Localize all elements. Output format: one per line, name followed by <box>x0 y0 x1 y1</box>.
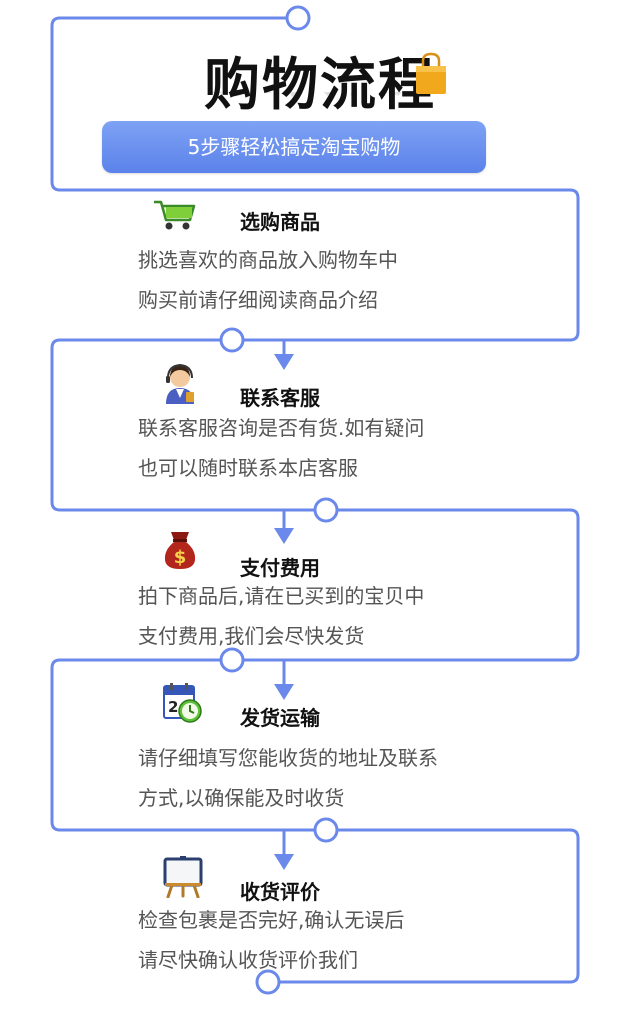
shopping-cart-icon <box>154 200 196 230</box>
step-4-line-1: 请仔细填写您能收货的地址及联系 <box>138 746 438 770</box>
step-2-line-1: 联系客服咨询是否有货.如有疑问 <box>138 416 425 440</box>
step-title-5: 收货评价 <box>240 880 320 904</box>
flow-node <box>219 647 245 673</box>
flow-node <box>313 497 339 523</box>
flow-node <box>219 327 245 353</box>
arrow-down <box>274 684 294 700</box>
step-3-line-1: 拍下商品后,请在已买到的宝贝中 <box>138 584 425 608</box>
step-5-line-1: 检查包裹是否完好,确认无误后 <box>138 908 405 932</box>
page-title-reflection: 购物流程 <box>0 92 640 112</box>
money-bag-icon: $ <box>164 532 196 569</box>
step-1-line-1: 挑选喜欢的商品放入购物车中 <box>138 248 398 272</box>
calendar-clock-icon: 2 <box>163 683 202 723</box>
page-title: 购物流程 <box>204 53 436 118</box>
step-1-line-2: 购买前请仔细阅读商品介绍 <box>138 288 378 312</box>
step-title-3: 支付费用 <box>240 556 320 580</box>
easel-board-icon <box>163 856 203 898</box>
subtitle-banner: 5步骤轻松搞定淘宝购物 <box>102 121 486 173</box>
step-title-2: 联系客服 <box>240 386 320 410</box>
arrow-down <box>274 528 294 544</box>
step-5-line-2: 请尽快确认收货评价我们 <box>138 948 358 972</box>
flow-arrows <box>274 354 294 870</box>
arrow-down <box>274 354 294 370</box>
step-2-line-2: 也可以随时联系本店客服 <box>138 456 358 480</box>
step-4-line-2: 方式,以确保能及时收货 <box>138 786 345 810</box>
customer-service-icon <box>166 363 194 404</box>
flow-node <box>313 817 339 843</box>
svg-text:2: 2 <box>168 698 178 716</box>
step-3-line-2: 支付费用,我们会尽快发货 <box>138 624 365 648</box>
flow-node <box>255 969 281 995</box>
arrow-down <box>274 854 294 870</box>
flow-node <box>285 5 311 31</box>
shopping-bag-icon <box>416 52 446 94</box>
svg-text:$: $ <box>174 547 187 568</box>
step-title-4: 发货运输 <box>240 706 320 730</box>
step-title-1: 选购商品 <box>240 210 320 234</box>
